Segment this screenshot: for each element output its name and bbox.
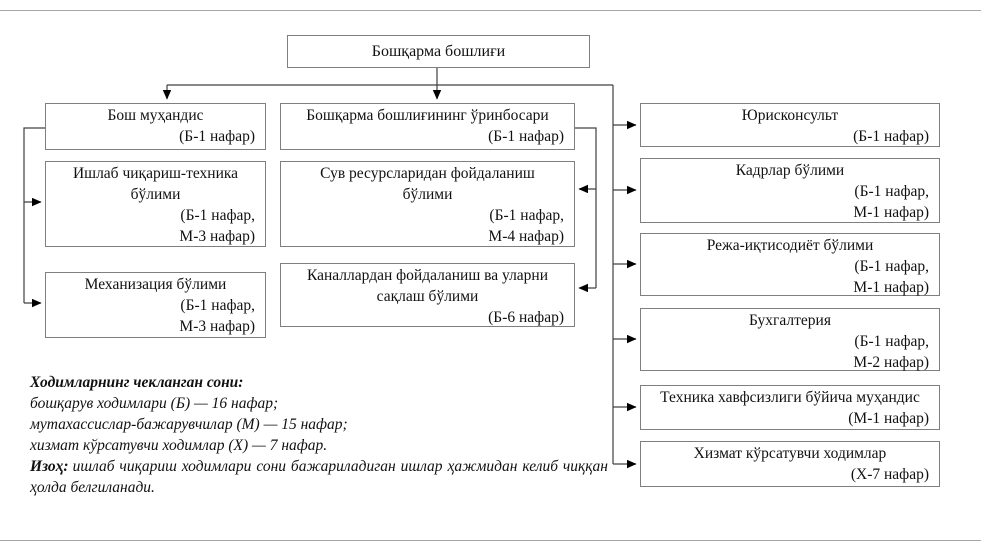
box-count: (Б-1 нафар): [853, 128, 929, 145]
box-count: (Б-1 нафар, М-3 нафар): [179, 207, 255, 245]
box-canals-dept: Каналлардан фойдаланиш ва уларни сақлаш …: [280, 263, 575, 327]
box-count: (Б-1 нафар, М-2 нафар): [853, 333, 929, 371]
box-count: (Б-1 нафар): [179, 128, 255, 145]
bottom-frame-line: [0, 540, 981, 541]
box-deputy-head: Бошқарма бошлиғининг ўринбосари (Б-1 наф…: [280, 103, 575, 150]
box-count: (Б-1 нафар): [488, 128, 564, 145]
box-title: Техника хавфсизлиги бўйича муҳандис: [660, 389, 920, 406]
box-count: (Б-1 нафар, М-4 нафар): [488, 207, 564, 245]
footnote-note-label: Изоҳ:: [30, 458, 69, 475]
footnote-line: мутахассислар-бажарувчилар (М) — 15 нафа…: [30, 416, 348, 433]
box-count: (М-1 нафар): [848, 410, 929, 427]
box-title: Хизмат кўрсатувчи ходимлар: [693, 445, 887, 462]
box-title: Ишлаб чиқариш-техника бўлими: [72, 165, 239, 203]
top-frame-line: [0, 10, 981, 11]
box-title: Режа-иқтисодиёт бўлими: [706, 237, 874, 254]
box-mechanization-dept: Механизация бўлими (Б-1 нафар, М-3 нафар…: [45, 272, 266, 338]
box-planning-economics-dept: Режа-иқтисодиёт бўлими (Б-1 нафар, М-1 н…: [640, 233, 940, 296]
box-department-head: Бошқарма бошлиғи: [287, 35, 590, 68]
box-count: (Б-6 нафар): [488, 309, 564, 326]
box-title: Каналлардан фойдаланиш ва уларни сақлаш …: [306, 267, 549, 305]
box-title: Бошқарма бошлиғи: [371, 43, 506, 60]
box-count: (Х-7 нафар): [850, 466, 929, 483]
footnote: Ходимларнинг чекланган сони: бошқарув хо…: [30, 372, 608, 498]
box-title: Кадрлар бўлими: [735, 162, 845, 179]
box-title: Сув ресурсларидан фойдаланиш бўлими: [320, 165, 535, 203]
box-title: Юрисконсульт: [741, 107, 839, 124]
box-title: Бухгалтерия: [749, 312, 831, 329]
box-hr-dept: Кадрлар бўлими (Б-1 нафар, М-1 нафар): [640, 158, 940, 223]
box-chief-engineer: Бош муҳандис (Б-1 нафар): [45, 103, 266, 150]
box-accounting: Бухгалтерия (Б-1 нафар, М-2 нафар): [640, 308, 940, 371]
box-title: Бош муҳандис: [107, 107, 204, 124]
footnote-note: Изоҳ:ишлаб чиқариш ходимлари сони бажари…: [30, 456, 608, 498]
box-legal-counsel: Юрисконсульт (Б-1 нафар): [640, 103, 940, 147]
box-count: (Б-1 нафар, М-1 нафар): [853, 258, 929, 296]
footnote-note-text: ишлаб чиқариш ходимлари сони бажариладиг…: [30, 458, 608, 496]
footnote-line: хизмат кўрсатувчи ходимлар (Х) — 7 нафар…: [30, 437, 328, 454]
box-title: Бошқарма бошлиғининг ўринбосари: [306, 107, 549, 124]
box-service-staff: Хизмат кўрсатувчи ходимлар (Х-7 нафар): [640, 441, 940, 487]
box-water-resources-dept: Сув ресурсларидан фойдаланиш бўлими (Б-1…: [280, 161, 575, 247]
box-production-technical-dept: Ишлаб чиқариш-техника бўлими (Б-1 нафар,…: [45, 161, 266, 247]
footnote-line: бошқарув ходимлари (Б) — 16 нафар;: [30, 395, 279, 412]
box-count: (Б-1 нафар, М-1 нафар): [853, 183, 929, 221]
box-count: (Б-1 нафар, М-3 нафар): [179, 297, 255, 335]
box-safety-engineer: Техника хавфсизлиги бўйича муҳандис (М-1…: [640, 385, 940, 430]
footnote-heading: Ходимларнинг чекланган сони:: [30, 374, 244, 391]
box-title: Механизация бўлими: [84, 276, 227, 293]
